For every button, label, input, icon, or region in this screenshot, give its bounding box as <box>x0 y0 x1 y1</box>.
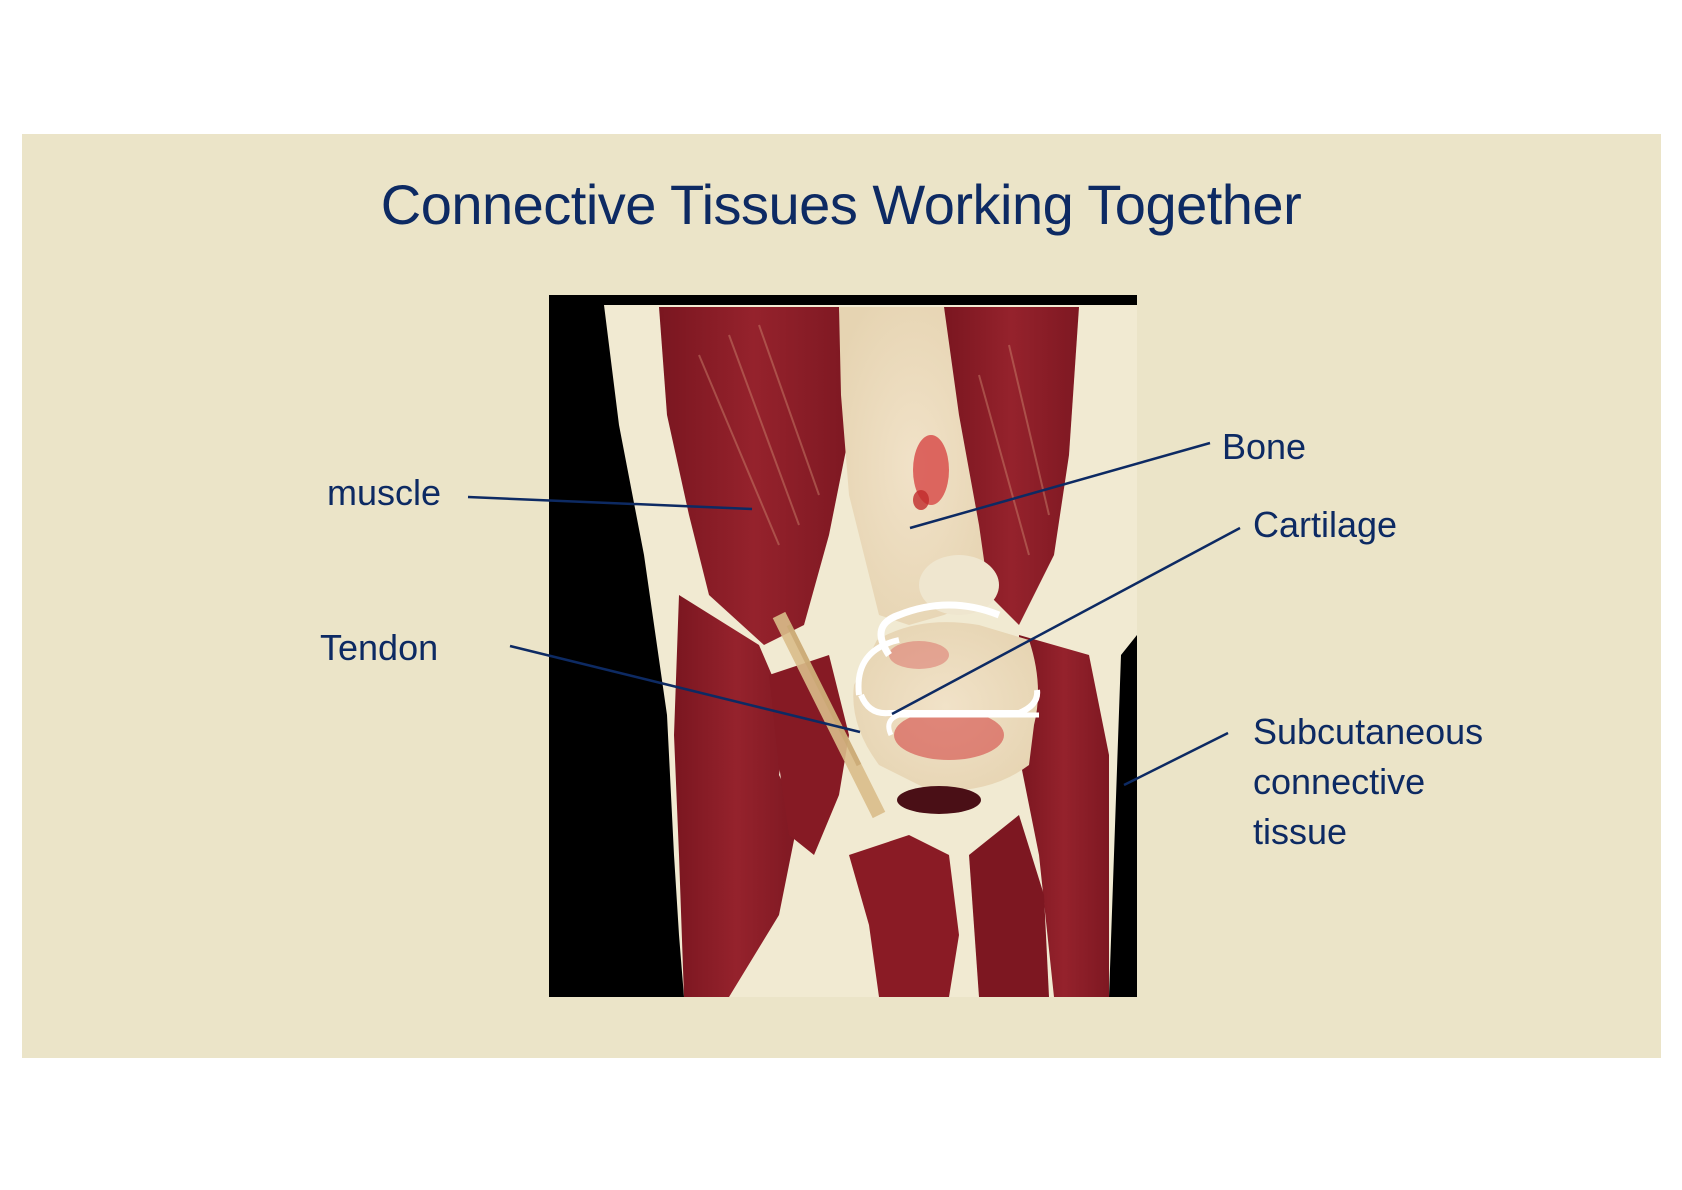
label-tendon: Tendon <box>320 627 439 668</box>
label-subcutaneous-line1: Subcutaneous <box>1253 711 1484 752</box>
label-subcutaneous-line3: tissue <box>1253 811 1348 852</box>
slide-title: Connective Tissues Working Together <box>380 173 1302 236</box>
label-subcutaneous: Subcutaneous connective tissue <box>1253 707 1483 857</box>
knee-cross-section-image <box>549 295 1137 997</box>
label-cartilage: Cartilage <box>1253 504 1398 545</box>
label-subcutaneous-line2: connective <box>1253 761 1426 802</box>
label-bone: Bone <box>1222 426 1307 467</box>
label-muscle: muscle <box>327 472 442 513</box>
